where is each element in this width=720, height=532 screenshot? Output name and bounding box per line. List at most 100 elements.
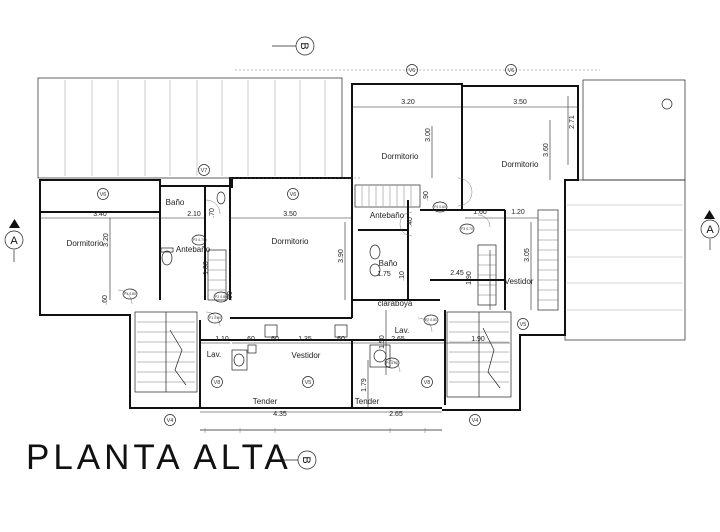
svg-text:V6: V6 bbox=[508, 68, 515, 74]
room-tender-left: Tender bbox=[253, 397, 278, 406]
dimension-lines bbox=[40, 96, 578, 413]
svg-text:P2 0.80: P2 0.80 bbox=[425, 318, 437, 322]
svg-text:P2 0.80: P2 0.80 bbox=[215, 295, 227, 299]
roof-right bbox=[564, 79, 686, 341]
svg-text:V4: V4 bbox=[167, 418, 174, 424]
room-vestidor-center: Vestidor bbox=[292, 351, 321, 360]
door-tag-p3-b: P3 0.70 bbox=[459, 223, 475, 235]
dim-3-20-top: 3.20 bbox=[401, 99, 415, 106]
dim-2-65-bottom: 2.65 bbox=[389, 411, 403, 418]
dim-1-79: 1.79 bbox=[361, 378, 368, 392]
svg-text:P1 0.80: P1 0.80 bbox=[209, 316, 221, 320]
stair-vestidor-right bbox=[477, 244, 497, 306]
section-label-right: A bbox=[706, 224, 714, 236]
section-label-top: B bbox=[298, 42, 310, 49]
section-marker-right: A bbox=[700, 210, 720, 250]
room-antebano-right: Antebaño bbox=[370, 211, 405, 220]
dim-0-60-b: .60 bbox=[269, 336, 279, 343]
svg-text:V8: V8 bbox=[214, 380, 221, 386]
room-dormitorio-center: Dormitorio bbox=[272, 237, 309, 246]
stair-left bbox=[134, 311, 198, 393]
section-label-bottom: B bbox=[300, 456, 312, 463]
room-dormitorio-left: Dormitorio bbox=[67, 239, 104, 248]
stair-right bbox=[446, 311, 512, 398]
tag-v6-top-b: V6 bbox=[505, 64, 517, 76]
svg-text:P1 0.80: P1 0.80 bbox=[124, 292, 136, 296]
plan-title: PLANTA ALTA bbox=[26, 438, 292, 477]
dim-2-45: 2.45 bbox=[450, 270, 464, 277]
svg-text:V5: V5 bbox=[520, 322, 527, 328]
dim-1-20: 1.20 bbox=[511, 209, 525, 216]
dim-3-05: 3.05 bbox=[524, 248, 531, 262]
dim-3-50-top: 3.50 bbox=[513, 99, 527, 106]
grille-bottom bbox=[200, 428, 442, 433]
dim-0-60-left: .60 bbox=[102, 295, 109, 305]
room-bano-right: Baño bbox=[379, 259, 398, 268]
dim-3-50-mid: 3.50 bbox=[283, 211, 297, 218]
dim-1-10: 1.10 bbox=[215, 336, 229, 343]
tag-v5-right: V5 bbox=[517, 318, 529, 330]
grid-axis-lines bbox=[150, 69, 600, 179]
dim-3-60: 3.60 bbox=[543, 143, 550, 157]
door-tag-p2-a: P2 0.80 bbox=[213, 291, 229, 303]
svg-text:V8: V8 bbox=[424, 380, 431, 386]
svg-text:P4 0.60: P4 0.60 bbox=[434, 205, 446, 209]
dim-4-35: 4.35 bbox=[273, 411, 287, 418]
tag-v4-right: V4 bbox=[469, 414, 481, 426]
tag-v5-center: V5 bbox=[302, 376, 314, 388]
svg-text:V6: V6 bbox=[100, 192, 107, 198]
washbasin-left bbox=[231, 349, 248, 371]
room-claraboya: claraboya bbox=[378, 299, 413, 308]
tag-v6-top-a: V6 bbox=[406, 64, 418, 76]
svg-text:V6: V6 bbox=[290, 192, 297, 198]
room-lav-left: Lav. bbox=[207, 350, 222, 359]
svg-text:P3 0.70: P3 0.70 bbox=[193, 238, 205, 242]
tag-v8-left: V8 bbox=[211, 376, 223, 388]
dim-2-65-mid: 2.65 bbox=[391, 336, 405, 343]
dim-1-75: 1.75 bbox=[377, 271, 391, 278]
room-lav-right: Lav. bbox=[395, 326, 410, 335]
room-bano-left: Baño bbox=[166, 198, 185, 207]
column-marks bbox=[247, 324, 348, 354]
door-tag-p3-a: P3 0.70 bbox=[191, 234, 207, 246]
svg-text:V4: V4 bbox=[472, 418, 479, 424]
door-tag-p4-a: P4 0.60 bbox=[432, 201, 448, 213]
svg-text:V6: V6 bbox=[409, 68, 416, 74]
dim-3-40: 3.40 bbox=[93, 211, 107, 218]
exterior-walls bbox=[39, 83, 579, 411]
svg-text:P4 0.60: P4 0.60 bbox=[386, 361, 398, 365]
dim-3-90: 3.90 bbox=[338, 249, 345, 263]
section-marker-top: B bbox=[272, 36, 315, 56]
dim-0-60-c: .60 bbox=[335, 336, 345, 343]
tag-v7: V7 bbox=[198, 164, 210, 176]
dim-0-40: .40 bbox=[407, 217, 414, 227]
tag-v4-left: V4 bbox=[164, 414, 176, 426]
dim-0-90: .90 bbox=[227, 291, 234, 301]
section-label-left: A bbox=[10, 235, 18, 247]
dim-1-90-vertical: 1.90 bbox=[466, 271, 473, 285]
toilet-left-2 bbox=[216, 191, 226, 205]
dim-2-71: 2.71 bbox=[569, 115, 576, 129]
toilet-left bbox=[160, 247, 174, 266]
door-swings bbox=[117, 177, 491, 373]
svg-text:V5: V5 bbox=[305, 380, 312, 386]
dim-3-20-left: 3.20 bbox=[103, 233, 110, 247]
dim-3-00: 3.00 bbox=[425, 128, 432, 142]
svg-text:V7: V7 bbox=[201, 168, 208, 174]
dim-2-10: 2.10 bbox=[187, 211, 201, 218]
room-vestidor-right: Vestidor bbox=[505, 277, 534, 286]
door-tag-p2-b: P2 0.80 bbox=[423, 314, 439, 326]
svg-text:P3 0.70: P3 0.70 bbox=[461, 227, 473, 231]
dim-0-60-a: .60 bbox=[245, 336, 255, 343]
dim-1-00: 1.00 bbox=[203, 261, 210, 275]
dim-0-70: .70 bbox=[209, 208, 216, 218]
dim-1-60: 1.60 bbox=[473, 209, 487, 216]
dim-0-90-b: .90 bbox=[423, 191, 430, 201]
door-tag-p1-a: P1 0.80 bbox=[122, 288, 138, 300]
door-tag-p4-b: P4 0.60 bbox=[384, 357, 400, 369]
dim-1-35: 1.35 bbox=[298, 336, 312, 343]
room-antebano-left: Antebaño bbox=[176, 245, 211, 254]
tag-v6-mid-a: V6 bbox=[97, 188, 109, 200]
dim-0-10: .10 bbox=[399, 271, 406, 281]
dim-1-50: 1.50 bbox=[379, 335, 386, 349]
